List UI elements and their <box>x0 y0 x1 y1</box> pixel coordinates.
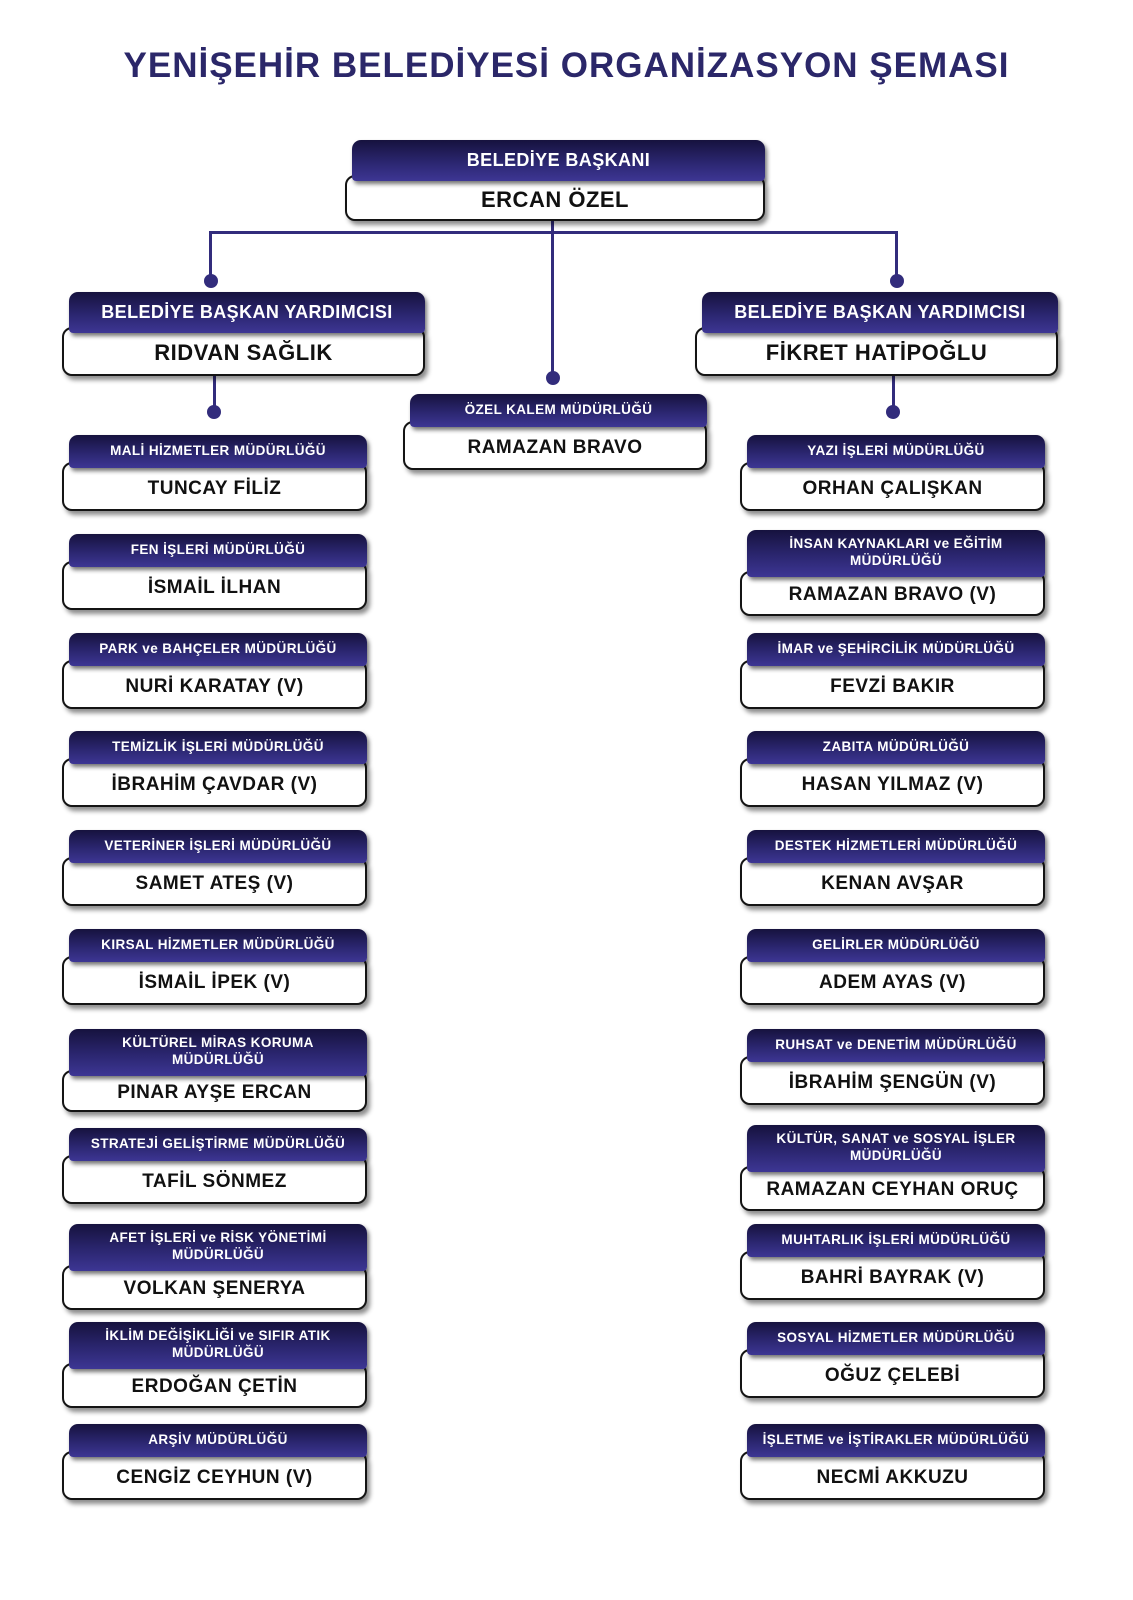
node-ruhsat-denetim: RUHSAT ve DENETİM MÜDÜRLÜĞÜ İBRAHİM ŞENG… <box>740 1029 1045 1105</box>
connector-dot-left-deputy <box>207 405 221 419</box>
node-kulturel-miras: KÜLTÜREL MİRAS KORUMA MÜDÜRLÜĞÜ PINAR AY… <box>62 1029 367 1112</box>
dept-title: ZABITA MÜDÜRLÜĞÜ <box>747 731 1045 764</box>
dept-title: BELEDİYE BAŞKANI <box>352 140 765 181</box>
person-name: VOLKAN ŞENERYA <box>62 1264 367 1310</box>
dept-title: TEMİZLİK İŞLERİ MÜDÜRLÜĞÜ <box>69 731 367 764</box>
node-kirsal-hizmetler: KIRSAL HİZMETLER MÜDÜRLÜĞÜ İSMAİL İPEK (… <box>62 929 367 1005</box>
person-name: ERCAN ÖZEL <box>345 174 765 221</box>
connector-center-drop <box>551 231 554 374</box>
node-temizlik-isleri: TEMİZLİK İŞLERİ MÜDÜRLÜĞÜ İBRAHİM ÇAVDAR… <box>62 731 367 807</box>
node-sosyal-hizmetler: SOSYAL HİZMETLER MÜDÜRLÜĞÜ OĞUZ ÇELEBİ <box>740 1322 1045 1398</box>
connector-mayor-stub <box>551 216 554 233</box>
dept-title: BELEDİYE BAŞKAN YARDIMCISI <box>702 292 1058 333</box>
person-name: HASAN YILMAZ (V) <box>740 758 1045 807</box>
dept-title: KÜLTÜR, SANAT ve SOSYAL İŞLER MÜDÜRLÜĞÜ <box>747 1125 1045 1172</box>
person-name: RAMAZAN BRAVO (V) <box>740 570 1045 616</box>
node-imar-sehircilik: İMAR ve ŞEHİRCİLİK MÜDÜRLÜĞÜ FEVZİ BAKIR <box>740 633 1045 709</box>
dept-title: KÜLTÜREL MİRAS KORUMA MÜDÜRLÜĞÜ <box>69 1029 367 1076</box>
dept-title: AFET İŞLERİ ve RİSK YÖNETİMİ MÜDÜRLÜĞÜ <box>69 1224 367 1271</box>
dept-title: RUHSAT ve DENETİM MÜDÜRLÜĞÜ <box>747 1029 1045 1062</box>
person-name: NURİ KARATAY (V) <box>62 660 367 709</box>
connector-horizontal <box>210 231 898 234</box>
node-arsiv: ARŞİV MÜDÜRLÜĞÜ CENGİZ CEYHUN (V) <box>62 1424 367 1500</box>
node-mali-hizmetler: MALİ HİZMETLER MÜDÜRLÜĞÜ TUNCAY FİLİZ <box>62 435 367 511</box>
dept-title: GELİRLER MÜDÜRLÜĞÜ <box>747 929 1045 962</box>
node-isletme-istirakler: İŞLETME ve İŞTİRAKLER MÜDÜRLÜĞÜ NECMİ AK… <box>740 1424 1045 1500</box>
node-park-bahceler: PARK ve BAHÇELER MÜDÜRLÜĞÜ NURİ KARATAY … <box>62 633 367 709</box>
person-name: NECMİ AKKUZU <box>740 1451 1045 1500</box>
connector-dot-left <box>204 274 218 288</box>
dept-title: YAZI İŞLERİ MÜDÜRLÜĞÜ <box>747 435 1045 468</box>
person-name: SAMET ATEŞ (V) <box>62 857 367 906</box>
connector-right-deputy-stub <box>892 376 895 410</box>
node-baskan-yardimcisi-sag: BELEDİYE BAŞKAN YARDIMCISI FİKRET HATİPO… <box>695 292 1058 376</box>
node-ozel-kalem: ÖZEL KALEM MÜDÜRLÜĞÜ RAMAZAN BRAVO <box>403 394 707 470</box>
connector-dot-right <box>890 274 904 288</box>
node-insan-kaynaklari: İNSAN KAYNAKLARI ve EĞİTİM MÜDÜRLÜĞÜ RAM… <box>740 530 1045 616</box>
person-name: PINAR AYŞE ERCAN <box>62 1069 367 1112</box>
dept-title: İŞLETME ve İŞTİRAKLER MÜDÜRLÜĞÜ <box>747 1424 1045 1457</box>
node-yazi-isleri: YAZI İŞLERİ MÜDÜRLÜĞÜ ORHAN ÇALIŞKAN <box>740 435 1045 511</box>
dept-title: İKLİM DEĞİŞİKLİĞİ ve SIFIR ATIK MÜDÜRLÜĞ… <box>69 1322 367 1369</box>
person-name: ERDOĞAN ÇETİN <box>62 1362 367 1408</box>
person-name: İBRAHİM ÇAVDAR (V) <box>62 758 367 807</box>
person-name: BAHRİ BAYRAK (V) <box>740 1251 1045 1300</box>
connector-left-drop <box>209 231 212 277</box>
node-muhtarlik-isleri: MUHTARLIK İŞLERİ MÜDÜRLÜĞÜ BAHRİ BAYRAK … <box>740 1224 1045 1300</box>
person-name: RAMAZAN CEYHAN ORUÇ <box>740 1165 1045 1211</box>
person-name: KENAN AVŞAR <box>740 857 1045 906</box>
person-name: OĞUZ ÇELEBİ <box>740 1349 1045 1398</box>
dept-title: KIRSAL HİZMETLER MÜDÜRLÜĞÜ <box>69 929 367 962</box>
dept-title: ÖZEL KALEM MÜDÜRLÜĞÜ <box>410 394 707 427</box>
node-gelirler: GELİRLER MÜDÜRLÜĞÜ ADEM AYAS (V) <box>740 929 1045 1005</box>
dept-title: BELEDİYE BAŞKAN YARDIMCISI <box>69 292 425 333</box>
dept-title: VETERİNER İŞLERİ MÜDÜRLÜĞÜ <box>69 830 367 863</box>
dept-title: ARŞİV MÜDÜRLÜĞÜ <box>69 1424 367 1457</box>
person-name: TUNCAY FİLİZ <box>62 462 367 511</box>
dept-title: FEN İŞLERİ MÜDÜRLÜĞÜ <box>69 534 367 567</box>
node-veteriner-isleri: VETERİNER İŞLERİ MÜDÜRLÜĞÜ SAMET ATEŞ (V… <box>62 830 367 906</box>
node-belediye-baskani: BELEDİYE BAŞKANI ERCAN ÖZEL <box>345 140 765 221</box>
connector-right-drop <box>895 231 898 277</box>
dept-title: İMAR ve ŞEHİRCİLİK MÜDÜRLÜĞÜ <box>747 633 1045 666</box>
person-name: FEVZİ BAKIR <box>740 660 1045 709</box>
person-name: ADEM AYAS (V) <box>740 956 1045 1005</box>
person-name: İSMAİL İLHAN <box>62 561 367 610</box>
connector-dot-right-deputy <box>886 405 900 419</box>
node-kultur-sanat: KÜLTÜR, SANAT ve SOSYAL İŞLER MÜDÜRLÜĞÜ … <box>740 1125 1045 1211</box>
person-name: RIDVAN SAĞLIK <box>62 326 425 376</box>
node-destek-hizmetleri: DESTEK HİZMETLERİ MÜDÜRLÜĞÜ KENAN AVŞAR <box>740 830 1045 906</box>
node-zabita: ZABITA MÜDÜRLÜĞÜ HASAN YILMAZ (V) <box>740 731 1045 807</box>
dept-title: PARK ve BAHÇELER MÜDÜRLÜĞÜ <box>69 633 367 666</box>
connector-dot-center <box>546 371 560 385</box>
person-name: FİKRET HATİPOĞLU <box>695 326 1058 376</box>
person-name: ORHAN ÇALIŞKAN <box>740 462 1045 511</box>
person-name: İBRAHİM ŞENGÜN (V) <box>740 1056 1045 1105</box>
dept-title: DESTEK HİZMETLERİ MÜDÜRLÜĞÜ <box>747 830 1045 863</box>
dept-title: STRATEJİ GELİŞTİRME MÜDÜRLÜĞÜ <box>69 1128 367 1161</box>
dept-title: MUHTARLIK İŞLERİ MÜDÜRLÜĞÜ <box>747 1224 1045 1257</box>
dept-title: SOSYAL HİZMETLER MÜDÜRLÜĞÜ <box>747 1322 1045 1355</box>
node-baskan-yardimcisi-sol: BELEDİYE BAŞKAN YARDIMCISI RIDVAN SAĞLIK <box>62 292 425 376</box>
node-fen-isleri: FEN İŞLERİ MÜDÜRLÜĞÜ İSMAİL İLHAN <box>62 534 367 610</box>
person-name: TAFİL SÖNMEZ <box>62 1155 367 1204</box>
dept-title: MALİ HİZMETLER MÜDÜRLÜĞÜ <box>69 435 367 468</box>
node-strateji-gelistirme: STRATEJİ GELİŞTİRME MÜDÜRLÜĞÜ TAFİL SÖNM… <box>62 1128 367 1204</box>
page-title: YENİŞEHİR BELEDİYESİ ORGANİZASYON ŞEMASI <box>123 46 1010 85</box>
person-name: RAMAZAN BRAVO <box>403 421 707 470</box>
connector-left-deputy-stub <box>213 376 216 410</box>
person-name: İSMAİL İPEK (V) <box>62 956 367 1005</box>
node-iklim-degisikligi: İKLİM DEĞİŞİKLİĞİ ve SIFIR ATIK MÜDÜRLÜĞ… <box>62 1322 367 1408</box>
node-afet-isleri: AFET İŞLERİ ve RİSK YÖNETİMİ MÜDÜRLÜĞÜ V… <box>62 1224 367 1310</box>
dept-title: İNSAN KAYNAKLARI ve EĞİTİM MÜDÜRLÜĞÜ <box>747 530 1045 577</box>
person-name: CENGİZ CEYHUN (V) <box>62 1451 367 1500</box>
